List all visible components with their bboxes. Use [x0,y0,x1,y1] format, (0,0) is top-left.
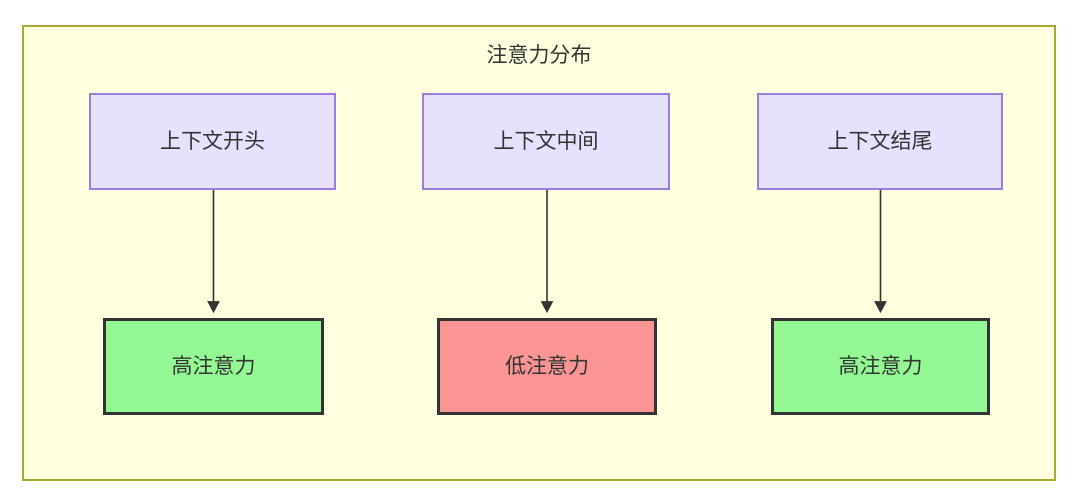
subgraph-title: 注意力分布 [486,44,592,67]
node-outcome-start-high-attention[interactable]: 高注意力 [103,318,324,415]
node-context-middle[interactable]: 上下文中间 [422,93,670,190]
node-outcome-middle-low-attention[interactable]: 低注意力 [437,318,657,415]
node-context-start[interactable]: 上下文开头 [89,93,336,190]
node-context-end[interactable]: 上下文结尾 [757,93,1003,190]
node-outcome-end-high-attention[interactable]: 高注意力 [771,318,990,415]
